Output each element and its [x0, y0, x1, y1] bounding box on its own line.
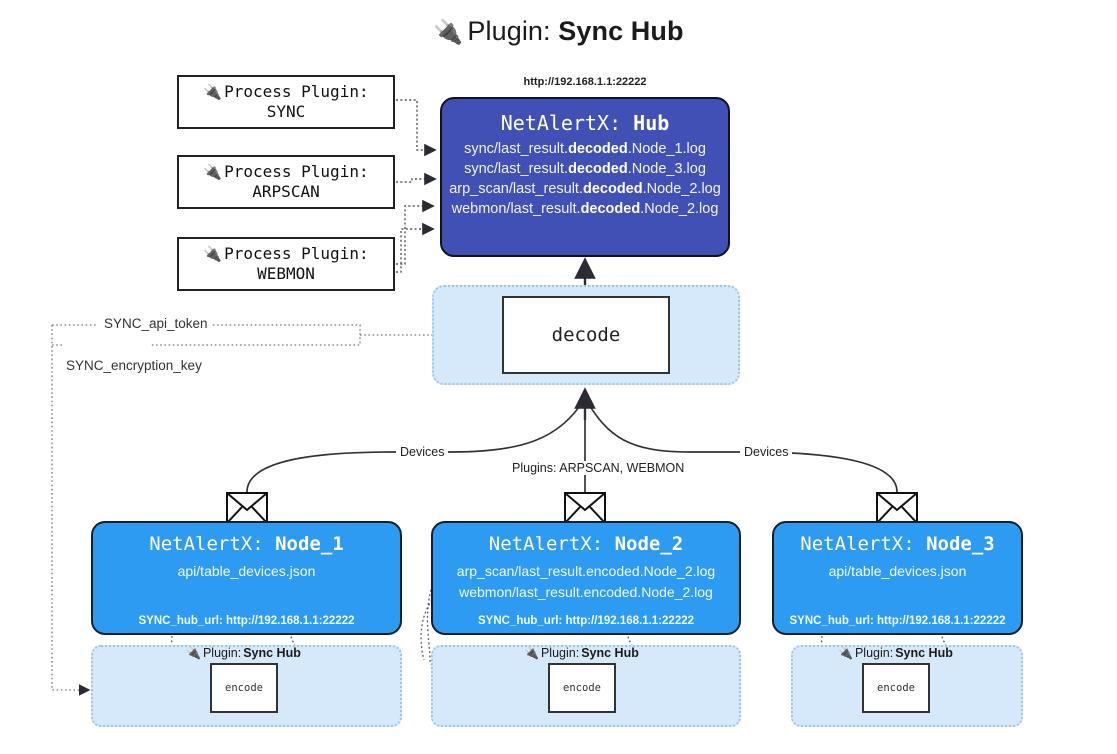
hub-title-name: Hub [633, 111, 670, 135]
edge-label-devices-right: Devices [740, 445, 793, 459]
node-title: NetAlertX: Node_2 [433, 533, 739, 555]
process-plugin-label: Process Plugin: [224, 162, 369, 181]
hub-log-item: arp_scan/last_result.decoded.Node_2.log [449, 181, 721, 197]
log-prefix: arp_scan/last_result. [449, 181, 583, 197]
plug-icon: 🔌 [203, 244, 223, 263]
plug-icon: 🔌 [524, 646, 539, 660]
node-title-prefix: NetAlertX: [149, 533, 264, 555]
param-sync-encryption-key: SYNC_encryption_key [62, 358, 206, 373]
log-prefix: sync/last_result. [464, 141, 569, 157]
encode-plugin-label-3: 🔌Plugin: Sync Hub [838, 646, 953, 660]
node-hub-url: SYNC_hub_url: http://192.168.1.1:22222 [789, 615, 1006, 627]
log-prefix: sync/last_result. [464, 161, 569, 177]
envelope-icon [564, 492, 606, 524]
encode-plugin-prefix: Plugin: [540, 646, 580, 660]
process-plugin-name: WEBMON [257, 264, 315, 283]
encode-box-1[interactable]: encode [210, 663, 278, 713]
node-line-list: api/table_devices.json [774, 563, 1021, 579]
plug-icon: 🔌 [838, 646, 853, 660]
plug-icon: 🔌 [186, 646, 201, 660]
hub-log-item: sync/last_result.decoded.Node_1.log [464, 141, 706, 157]
encode-plugin-prefix: Plugin: [854, 646, 894, 660]
log-prefix: webmon/last_result. [451, 201, 581, 217]
log-emphasis: decoded [580, 201, 641, 217]
plug-icon: 🔌 [433, 19, 464, 46]
encode-box-3[interactable]: encode [862, 663, 930, 713]
node-1[interactable]: NetAlertX: Node_1 api/table_devices.json… [91, 521, 402, 635]
node-hub-url: SYNC_hub_url: http://192.168.1.1:22222 [138, 615, 355, 627]
log-suffix: .Node_3.log [627, 161, 706, 177]
plug-icon: 🔌 [203, 162, 223, 181]
encode-box-2[interactable]: encode [548, 663, 616, 713]
page-title: 🔌Plugin: Sync Hub [0, 16, 1117, 47]
process-plugin-arpscan[interactable]: 🔌Process Plugin: ARPSCAN [177, 155, 395, 209]
process-plugin-name: SYNC [266, 102, 306, 121]
hub-node[interactable]: NetAlertX: Hub sync/last_result.decoded.… [440, 97, 730, 257]
log-emphasis: decoded [568, 161, 628, 177]
node-title-name: Node_2 [614, 533, 684, 555]
process-plugin-sync[interactable]: 🔌Process Plugin: SYNC [177, 75, 395, 129]
process-plugin-label: Process Plugin: [224, 82, 369, 101]
decode-box[interactable]: decode [502, 296, 670, 374]
hub-log-list: sync/last_result.decoded.Node_1.log sync… [442, 141, 728, 217]
log-emphasis: decoded [582, 181, 643, 197]
hub-title: NetAlertX: Hub [442, 111, 728, 135]
process-plugin-webmon[interactable]: 🔌Process Plugin: WEBMON [177, 237, 395, 291]
node-line-list: arp_scan/last_result.encoded.Node_2.log … [433, 563, 739, 600]
node-line-list: api/table_devices.json [93, 563, 400, 579]
plug-icon: 🔌 [203, 82, 223, 101]
node-title: NetAlertX: Node_1 [93, 533, 400, 555]
encode-plugin-label-2: 🔌Plugin: Sync Hub [524, 646, 639, 660]
node-title-prefix: NetAlertX: [800, 533, 915, 555]
node-line: api/table_devices.json [177, 563, 316, 579]
hub-log-item: sync/last_result.decoded.Node_3.log [464, 161, 706, 177]
page-title-prefix: Plugin: [467, 16, 551, 46]
encode-plugin-name: Sync Hub [243, 646, 301, 660]
hub-log-item: webmon/last_result.decoded.Node_2.log [452, 201, 719, 217]
log-emphasis: decoded [568, 141, 628, 157]
log-suffix: .Node_2.log [640, 201, 719, 217]
encode-plugin-name: Sync Hub [895, 646, 953, 660]
node-title-name: Node_3 [926, 533, 995, 555]
edge-label-devices-left: Devices [396, 445, 449, 459]
node-2[interactable]: NetAlertX: Node_2 arp_scan/last_result.e… [431, 521, 741, 635]
encode-plugin-label-1: 🔌Plugin: Sync Hub [186, 646, 301, 660]
node-line: webmon/last_result.encoded.Node_2.log [459, 584, 713, 600]
log-suffix: .Node_1.log [627, 141, 706, 157]
envelope-icon [226, 492, 268, 524]
process-plugin-name: ARPSCAN [252, 182, 320, 201]
node-title-name: Node_1 [275, 533, 344, 555]
hub-title-prefix: NetAlertX: [500, 111, 622, 135]
edge-label-plugins: Plugins: ARPSCAN, WEBMON [508, 461, 689, 475]
node-hub-url: SYNC_hub_url: http://192.168.1.1:22222 [477, 615, 695, 627]
process-plugin-label: Process Plugin: [224, 244, 369, 263]
node-line: arp_scan/last_result.encoded.Node_2.log [456, 563, 716, 579]
node-title-prefix: NetAlertX: [488, 533, 604, 555]
node-title: NetAlertX: Node_3 [774, 533, 1021, 555]
encode-plugin-prefix: Plugin: [202, 646, 242, 660]
encode-plugin-name: Sync Hub [581, 646, 639, 660]
node-line: api/table_devices.json [828, 563, 967, 579]
hub-url-label: http://192.168.1.1:22222 [523, 76, 647, 88]
page-title-name: Sync Hub [558, 16, 684, 46]
param-sync-api-token: SYNC_api_token [100, 316, 212, 331]
node-3[interactable]: NetAlertX: Node_3 api/table_devices.json… [772, 521, 1023, 635]
log-suffix: .Node_2.log [642, 181, 721, 197]
envelope-icon [876, 492, 918, 524]
